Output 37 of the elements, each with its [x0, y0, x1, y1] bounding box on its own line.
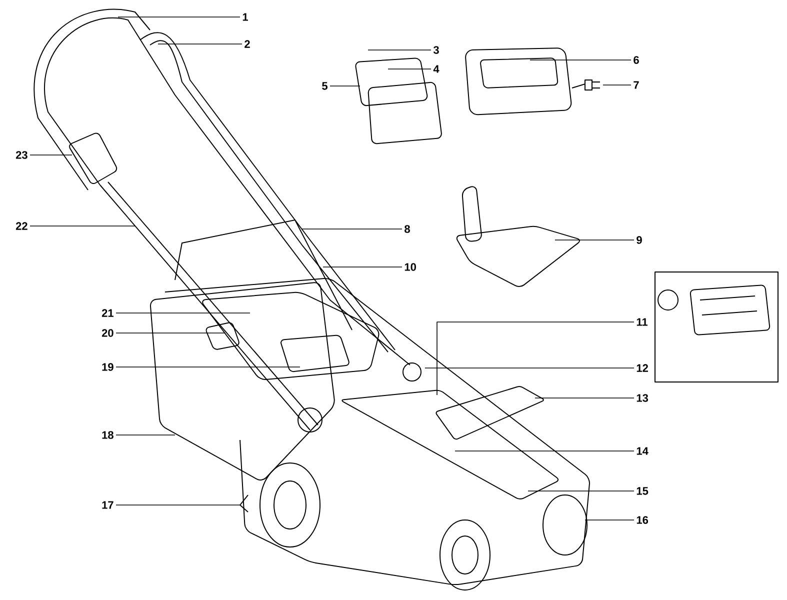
callout-number: 8	[404, 225, 410, 233]
callout-number: 17	[102, 501, 114, 509]
callout-number: 16	[636, 516, 648, 524]
callout-number: 15	[636, 487, 648, 495]
callout-number: 1	[242, 13, 248, 21]
leader-line	[454, 450, 634, 452]
callout-number: 18	[102, 431, 114, 439]
leader-line	[116, 434, 176, 436]
leader-line	[30, 154, 72, 156]
leader-line	[436, 322, 634, 396]
callout-number: 12	[636, 364, 648, 372]
leader-line	[116, 332, 226, 334]
leader-line	[302, 228, 402, 230]
leader-line	[118, 16, 240, 18]
callout-number: 7	[634, 81, 639, 89]
leader-line	[602, 84, 632, 86]
callout-number: 19	[102, 363, 114, 371]
leader-line	[116, 504, 240, 506]
callout-number: 13	[636, 394, 648, 402]
callout-number: 20	[102, 329, 114, 337]
callout-number: 4	[433, 65, 440, 73]
callout-number: 2	[244, 40, 250, 48]
callout-number: 10	[404, 263, 416, 271]
callout-number: 9	[636, 236, 642, 244]
leader-line	[322, 266, 402, 268]
callout-number: 5	[322, 82, 328, 90]
callout-number: 11	[636, 318, 648, 326]
leader-line	[528, 490, 634, 492]
callout-number: 21	[102, 309, 114, 317]
callout-number: 23	[16, 151, 28, 159]
leader-line	[116, 366, 300, 368]
callout-number: 3	[433, 46, 439, 54]
leader-line	[388, 68, 432, 70]
callout-number: 6	[634, 56, 639, 64]
callout-number: 22	[16, 222, 28, 230]
callout-number: 14	[636, 447, 648, 455]
leader-line	[116, 312, 250, 314]
